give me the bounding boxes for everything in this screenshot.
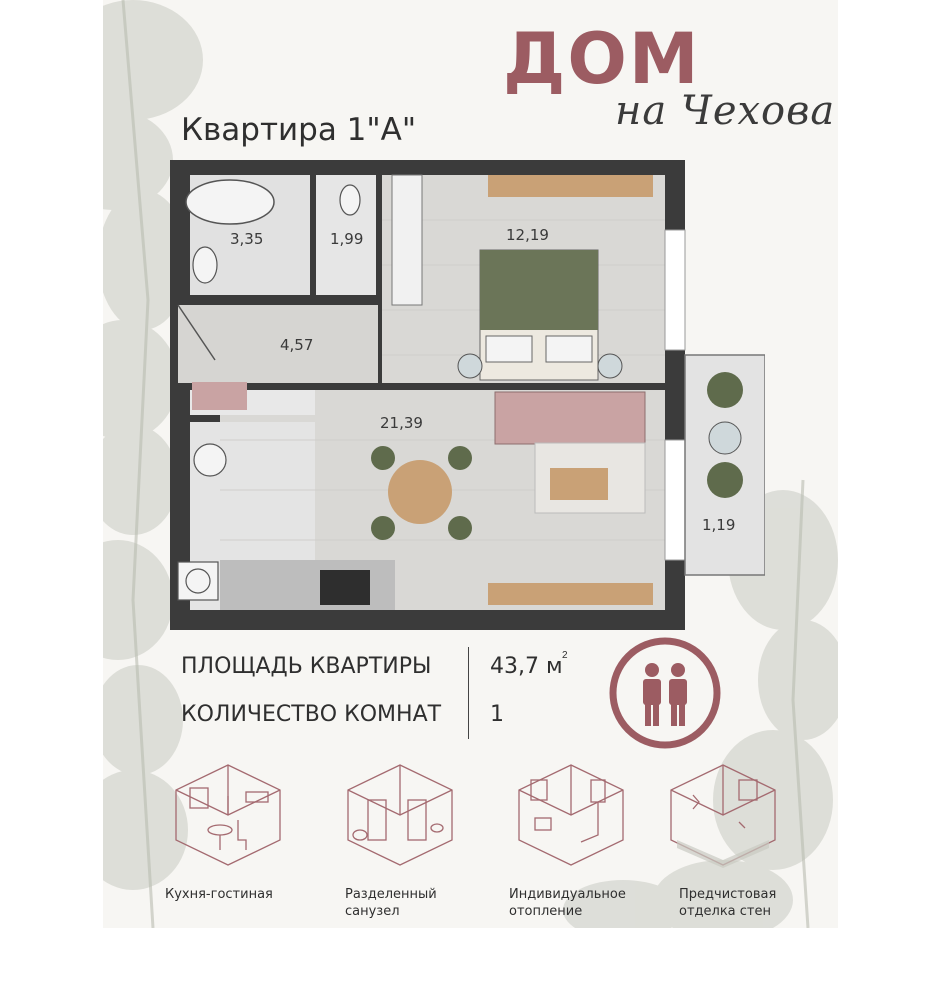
balcony-area: 1,19 [702, 516, 735, 534]
area-value: 43,7 м [490, 654, 563, 679]
sofa [494, 391, 646, 445]
kitchen-sink [193, 443, 227, 477]
living-console [488, 583, 653, 605]
bedroom-console [488, 175, 653, 197]
feature-label-individual-heating: Индивидуальное отопление [509, 887, 626, 919]
wardrobe [391, 174, 423, 306]
hall-area: 4,57 [280, 336, 313, 354]
brand-title: ДОМ [503, 18, 701, 100]
area-label: ПЛОЩАДЬ КВАРТИРЫ [181, 654, 432, 679]
toilet-area: 1,99 [330, 230, 363, 248]
cooktop [320, 570, 370, 605]
toilet [339, 184, 361, 216]
bedside-table [457, 353, 483, 379]
plan-sheet: ДОМ на Чехова Квартира 1"А" [103, 0, 838, 928]
people-icon [609, 637, 721, 749]
pre-finish-walls-icon [670, 764, 776, 868]
feature-label-pre-finish-walls: Предчистовая отделка стен [679, 887, 777, 919]
hall-floor [178, 305, 378, 383]
living-area: 21,39 [380, 414, 423, 432]
feature-label-kitchen-living: Кухня-гостиная [165, 887, 273, 902]
feature-label-separate-bathroom: Разделенный санузел [345, 887, 437, 919]
separate-bathroom-icon [347, 764, 453, 866]
dining-table [388, 460, 452, 524]
entry-bench [192, 382, 247, 410]
rooms-label: КОЛИЧЕСТВО КОМНАТ [181, 702, 442, 727]
bedside-table [597, 353, 623, 379]
bathtub [185, 179, 275, 225]
living-window [664, 439, 686, 561]
apartment-title: Квартира 1"А" [181, 112, 417, 148]
entry-door [177, 304, 216, 361]
bedroom-window [664, 229, 686, 351]
floor-plan: 3,35 1,99 12,19 4,57 21,39 1,19 [170, 160, 765, 630]
brand-subtitle: на Чехова [615, 88, 836, 134]
rooms-value: 1 [490, 702, 504, 727]
area-unit-superscript: 2 [562, 650, 568, 661]
coffee-table [550, 468, 608, 500]
bathroom-sink [192, 246, 218, 284]
bedroom-area: 12,19 [506, 226, 549, 244]
washing-machine [177, 561, 219, 601]
individual-heating-icon [518, 764, 624, 866]
bathroom-area: 3,35 [230, 230, 263, 248]
stats-divider [468, 647, 469, 739]
kitchen-living-icon [175, 764, 281, 866]
